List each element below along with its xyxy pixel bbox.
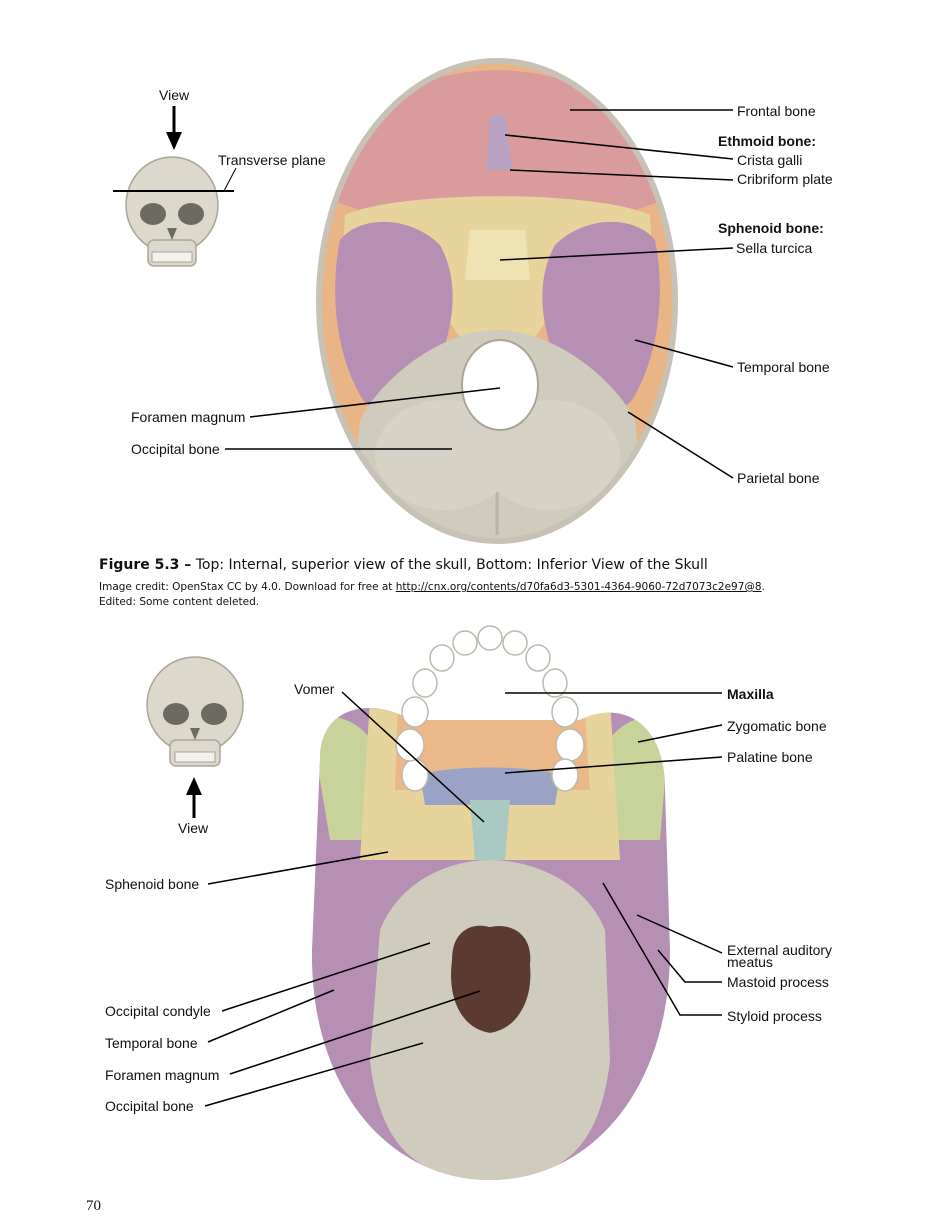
maxilla-label: Maxilla [727, 686, 774, 702]
temporal-bone-label-top: Temporal bone [737, 359, 830, 375]
occipital-condyle-label: Occipital condyle [105, 1003, 211, 1019]
external-auditory-meatus-label-1: External auditory [727, 942, 833, 958]
mastoid-process-label: Mastoid process [727, 974, 829, 990]
image-credit: Image credit: OpenStax CC by 4.0. Downlo… [99, 580, 765, 610]
sphenoid-bone-heading: Sphenoid bone: [718, 220, 824, 236]
vomer-label: Vomer [294, 681, 335, 697]
external-auditory-meatus-label-2: meatus [727, 954, 773, 970]
zygomatic-right [600, 716, 670, 840]
styloid-process-label: Styloid process [727, 1008, 822, 1024]
top-leader-lines [225, 109, 734, 479]
ethmoid-bone-heading: Ethmoid bone: [718, 133, 816, 149]
transverse-plane-label: Transverse plane [218, 152, 326, 168]
credit-suffix: . [761, 581, 765, 593]
zygomatic-left [311, 716, 380, 840]
figure-caption: Figure 5.3 – Top: Internal, superior vie… [99, 557, 708, 573]
upper-teeth [395, 625, 585, 792]
foramen-magnum-label-top: Foramen magnum [131, 409, 246, 425]
palatine-region [420, 767, 560, 805]
occipital-bone-label-top: Occipital bone [131, 441, 220, 457]
figure-number: Figure 5.3 – [99, 557, 192, 573]
temporal-bone-label-bottom: Temporal bone [105, 1035, 198, 1051]
figure-title: Top: Internal, superior view of the skul… [191, 557, 708, 573]
crista-galli [486, 114, 512, 170]
parietal-bone-label: Parietal bone [737, 470, 820, 486]
bottom-leader-lines [204, 691, 723, 1107]
bottom-view-icon [146, 656, 244, 818]
edited-note: Edited: Some content deleted. [99, 596, 260, 608]
palatine-bone-label: Palatine bone [727, 749, 813, 765]
sphenoid-bone-label-bottom: Sphenoid bone [105, 876, 200, 892]
crista-galli-label: Crista galli [737, 152, 803, 168]
zygomatic-bone-label: Zygomatic bone [727, 718, 827, 734]
occipital-bone-label-bottom: Occipital bone [105, 1098, 194, 1114]
sella-turcica-label: Sella turcica [736, 240, 813, 256]
frontal-bone-label: Frontal bone [737, 103, 816, 119]
cranial-floor-superior-view [316, 58, 678, 544]
foramen-magnum-opening [447, 921, 535, 1038]
cribriform-plate-label: Cribriform plate [737, 171, 833, 187]
foramen-magnum-hole [461, 339, 539, 431]
credit-prefix: Image credit: OpenStax CC by 4.0. Downlo… [99, 581, 396, 593]
bottom-view-label: View [178, 820, 209, 836]
credit-link[interactable]: http://cnx.org/contents/d70fa6d3-5301-43… [395, 581, 762, 593]
foramen-magnum-label-bottom: Foramen magnum [105, 1067, 220, 1083]
vomer-region [470, 800, 510, 860]
page-number: 70 [86, 1198, 101, 1214]
skull-inferior-view [311, 625, 670, 1180]
top-view-label: View [159, 87, 190, 103]
top-view-icon [113, 106, 237, 267]
